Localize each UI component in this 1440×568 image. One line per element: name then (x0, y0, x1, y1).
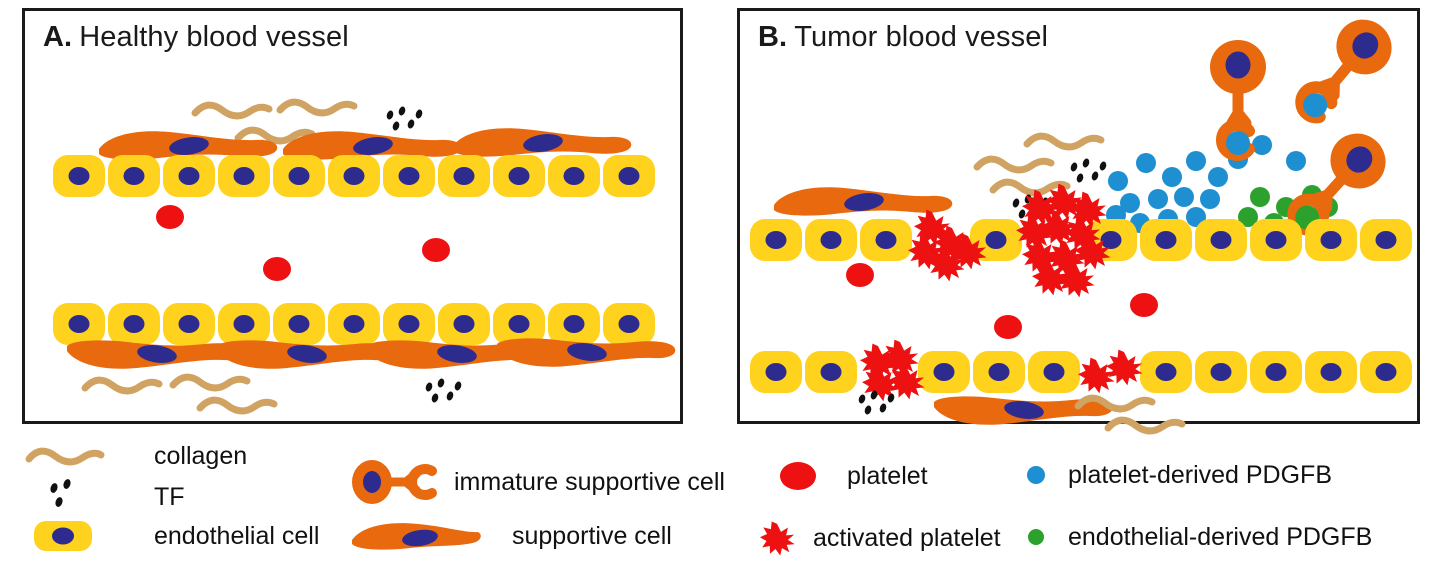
platelet (994, 315, 1022, 339)
panel-a-graphics (25, 11, 680, 421)
legend-item-activated-platelet: activated platelet (755, 520, 1001, 556)
legend-item-immature-supportive-cell: immature supportive cell (348, 458, 725, 506)
tissue-factor-cluster-upper (385, 105, 424, 132)
legend-item-tf: TF (26, 479, 185, 514)
supportive-cell-icon (348, 516, 484, 556)
platelet (422, 238, 450, 262)
endothelial-pdgfb-dot-icon (1022, 522, 1050, 552)
legend-item-platelet: platelet (775, 458, 928, 494)
legend-item-collagen: collagen (25, 442, 248, 470)
collagen-group-lower (85, 377, 274, 411)
legend-label-supportive-cell: supportive cell (512, 521, 672, 550)
endothelial-wall-bottom (750, 351, 1412, 393)
supportive-cell-row-top (774, 187, 953, 216)
platelet (1130, 293, 1158, 317)
collagen-group-upper (977, 136, 1101, 193)
platelet-pdgfb-dot (1120, 193, 1140, 213)
platelet-pdgfb-dot (1136, 153, 1156, 173)
panel-a-healthy-blood-vessel: A.Healthy blood vessel (22, 8, 683, 424)
platelet-icon (775, 458, 821, 494)
platelet-pdgfb-dot (1162, 167, 1182, 187)
platelet-pdgfb-dot (1252, 135, 1272, 155)
platelet-pdgfb-dot (1200, 189, 1220, 209)
endothelial-wall-top (53, 155, 655, 197)
platelet-group-lumen (156, 205, 450, 281)
panel-b-letter: B. (758, 21, 788, 53)
immature-supportive-cell-group (1210, 8, 1403, 245)
platelet-pdgfb-dot-icon (1022, 460, 1050, 490)
endothelial-wall-bottom (53, 303, 655, 345)
collagen-squiggle-icon (25, 446, 105, 468)
captured-pdgfb-dot (1303, 93, 1328, 118)
legend-label-endothelial-cell: endothelial cell (154, 521, 320, 550)
legend-label-platelet-derived-pdgfb: platelet-derived PDGFB (1068, 460, 1333, 489)
panel-a-title: A.Healthy blood vessel (43, 21, 349, 54)
figure-legend: collagen TF endothelial cell (0, 432, 1440, 568)
platelet-pdgfb-dot (1286, 151, 1306, 171)
panel-b-tumor-blood-vessel: B.Tumor blood vessel (737, 8, 1420, 424)
platelet-pdgfb-dot (1174, 187, 1194, 207)
legend-item-endothelial-cell: endothelial cell (26, 516, 319, 556)
panel-b-graphics (740, 11, 1417, 421)
captured-pdgfb-dot (1226, 131, 1250, 155)
panel-b-title-text: Tumor blood vessel (794, 21, 1048, 53)
platelet-pdgfb-dot (1108, 171, 1128, 191)
platelet (156, 205, 184, 229)
immature-supportive-cell-icon (348, 458, 444, 506)
endothelial-pdgfb-dot (1250, 187, 1270, 207)
panel-a-letter: A. (43, 21, 73, 53)
legend-label-collagen: collagen (154, 442, 248, 470)
legend-label-platelet: platelet (847, 461, 928, 490)
legend-item-supportive-cell: supportive cell (348, 516, 672, 556)
platelet-pdgfb-group (1106, 135, 1306, 233)
activated-platelet-cluster-bottom-right (1078, 349, 1143, 394)
endothelial-pdgfb-dot (1238, 207, 1258, 227)
platelet-pdgfb-dot (1186, 151, 1206, 171)
platelet (263, 257, 291, 281)
activated-platelet-cluster-top-left (908, 209, 987, 282)
panel-b-title: B.Tumor blood vessel (758, 21, 1048, 54)
legend-label-activated-platelet: activated platelet (813, 523, 1001, 552)
legend-item-platelet-derived-pdgfb: platelet-derived PDGFB (1022, 460, 1332, 490)
tissue-factor-dots-icon (26, 479, 104, 514)
supportive-cell-row-top (99, 128, 632, 160)
legend-label-immature-supportive-cell: immature supportive cell (454, 467, 725, 496)
panel-a-title-text: Healthy blood vessel (79, 21, 349, 53)
immature-supportive-cell (1210, 40, 1266, 155)
legend-label-endothelial-derived-pdgfb: endothelial-derived PDGFB (1068, 522, 1373, 551)
platelet-pdgfb-dot (1148, 189, 1168, 209)
platelet-pdgfb-dot (1208, 167, 1228, 187)
legend-label-tf: TF (154, 482, 185, 511)
platelet-group-lumen (846, 263, 1158, 339)
platelet (846, 263, 874, 287)
legend-item-endothelial-derived-pdgfb: endothelial-derived PDGFB (1022, 522, 1372, 552)
endothelial-cell-icon (26, 516, 104, 556)
activated-platelet-icon (755, 520, 799, 556)
immature-supportive-cell (1286, 8, 1403, 132)
tissue-factor-cluster-lower (424, 377, 463, 404)
activated-platelet-cluster-bottom-left (860, 339, 925, 402)
